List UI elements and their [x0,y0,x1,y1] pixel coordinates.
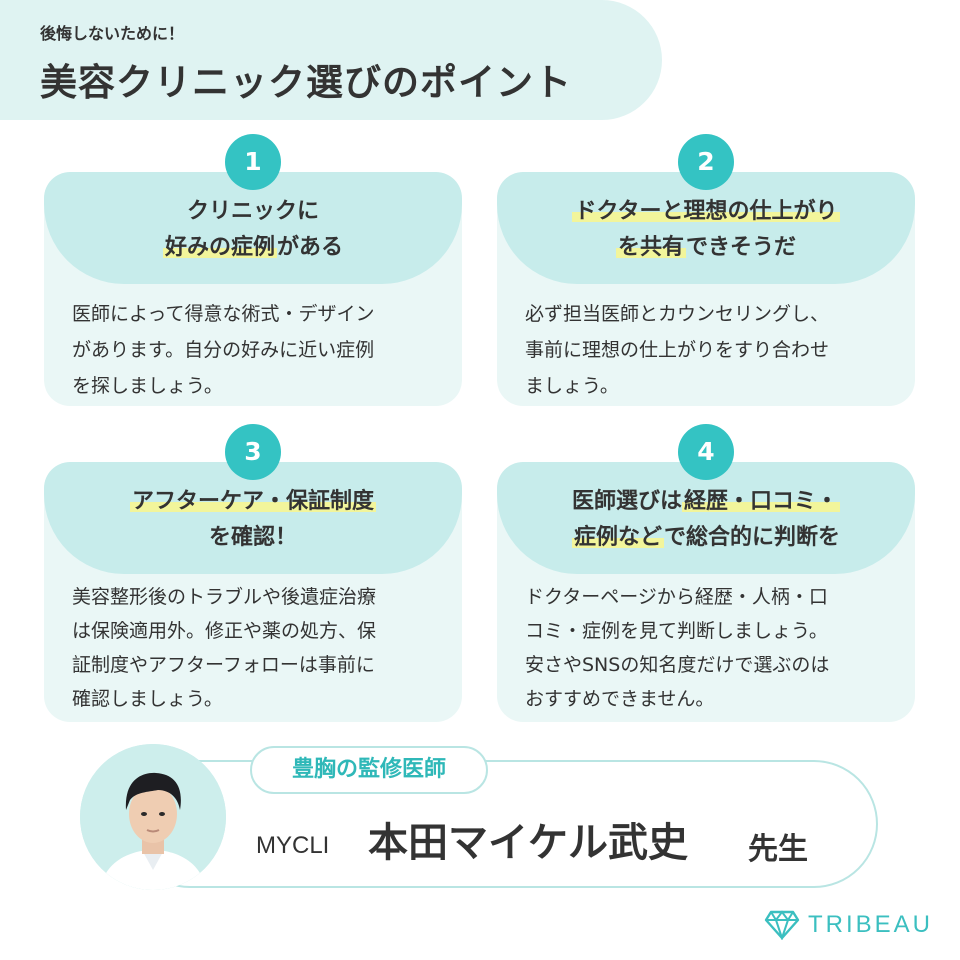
point-number-4: 4 [678,424,734,480]
card-header [44,462,462,574]
card-title-line-2: 症例などで総合的に判断を [497,520,915,556]
card-title-line-2: 好みの症例がある [44,230,462,266]
card-body-line: があります。自分の好みに近い症例 [72,339,375,361]
point-card-2: ドクターと理想の仕上がり を共有できそうだ 必ず担当医師とカウンセリングし、 事… [497,172,915,406]
card-title: ドクターと理想の仕上がり を共有できそうだ [497,194,915,266]
card-title: クリニックに 好みの症例がある [44,194,462,266]
card-body-line: 安さやSNSの知名度だけで選ぶのは [525,654,830,676]
page-title: 美容クリニック選びのポイント [40,61,572,104]
card-title: 医師選びは経歴・口コミ・ 症例などで総合的に判断を [497,484,915,556]
header-subtitle: 後悔しないために！ [40,24,185,43]
card-header [44,172,462,284]
title-text: で総合的に判断を [664,525,841,550]
card-title-line-1: アフターケア・保証制度 [44,484,462,520]
point-number-2: 2 [678,134,734,190]
point-number-3: 3 [225,424,281,480]
title-text: クリニックに [186,199,319,224]
diamond-icon [764,910,800,940]
highlighted-title-text: アフターケア・保証制度 [129,489,376,514]
card-body: ドクターページから経歴・人柄・口 コミ・症例を見て判断しましょう。 安さやSNS… [525,580,897,716]
highlighted-title-text: ドクターと理想の仕上がり [572,199,840,224]
header-banner: 後悔しないために！ 美容クリニック選びのポイント [0,0,662,120]
card-body-line: 医師によって得意な術式・デザイン [72,303,375,325]
point-card-3: アフターケア・保証制度 を確認！ 美容整形後のトラブルや後遺症治療 は保険適用外… [44,462,462,722]
card-body-line: を探しましょう。 [72,375,223,397]
card-title-line-1: ドクターと理想の仕上がり [497,194,915,230]
clinic-name: MYCLI [256,832,330,859]
highlighted-title-text: 経歴・口コミ・ [682,489,841,514]
card-body-line: 美容整形後のトラブルや後遺症治療 [72,586,377,608]
card-title-line-2: を共有できそうだ [497,230,915,266]
card-body-line: ましょう。 [525,375,619,397]
card-title: アフターケア・保証制度 を確認！ [44,484,462,556]
card-body-line: 必ず担当医師とカウンセリングし、 [525,303,830,325]
title-text: 医師選びは [571,489,682,514]
card-body: 医師によって得意な術式・デザイン があります。自分の好みに近い症例 を探しましょ… [72,296,444,404]
doctor-avatar [80,744,226,890]
highlighted-title-text: を共有 [615,235,686,260]
highlighted-title-text: 症例など [571,525,664,550]
card-body: 美容整形後のトラブルや後遺症治療 は保険適用外。修正や薬の処方、保 証制度やアフ… [72,580,444,716]
card-body-line: は保険適用外。修正や薬の処方、保 [72,620,377,642]
card-body-line: 確認しましょう。 [72,688,223,710]
title-text: がある [277,235,344,260]
title-text: を確認！ [208,525,297,550]
supervisor-label: 豊胸の監修医師 [250,746,488,794]
doctor-name: 本田マイケル武史 [368,820,688,866]
card-body-line: ドクターページから経歴・人柄・口 [525,586,828,608]
card-header [497,172,915,284]
card-title-line-1: 医師選びは経歴・口コミ・ [497,484,915,520]
doctor-portrait-icon [80,744,226,890]
card-body-line: おすすめできません。 [525,688,715,710]
title-text: できそうだ [686,235,797,260]
card-header [497,462,915,574]
brand-name: TRIBEAU [808,911,934,938]
doctor-panel [126,760,878,888]
point-card-4: 医師選びは経歴・口コミ・ 症例などで総合的に判断を ドクターページから経歴・人柄… [497,462,915,722]
card-body-line: 証制度やアフターフォローは事前に [72,654,375,676]
doctor-honorific: 先生 [748,832,808,867]
point-number-1: 1 [225,134,281,190]
card-body-line: 事前に理想の仕上がりをすり合わせ [525,339,830,361]
card-body: 必ず担当医師とカウンセリングし、 事前に理想の仕上がりをすり合わせ ましょう。 [525,296,897,404]
card-title-line-1: クリニックに [44,194,462,230]
card-title-line-2: を確認！ [44,520,462,556]
brand-logo: TRIBEAU [764,910,933,940]
card-body-line: コミ・症例を見て判断しましょう。 [525,620,828,642]
point-card-1: クリニックに 好みの症例がある 医師によって得意な術式・デザイン があります。自… [44,172,462,406]
highlighted-title-text: 好みの症例 [162,235,277,260]
